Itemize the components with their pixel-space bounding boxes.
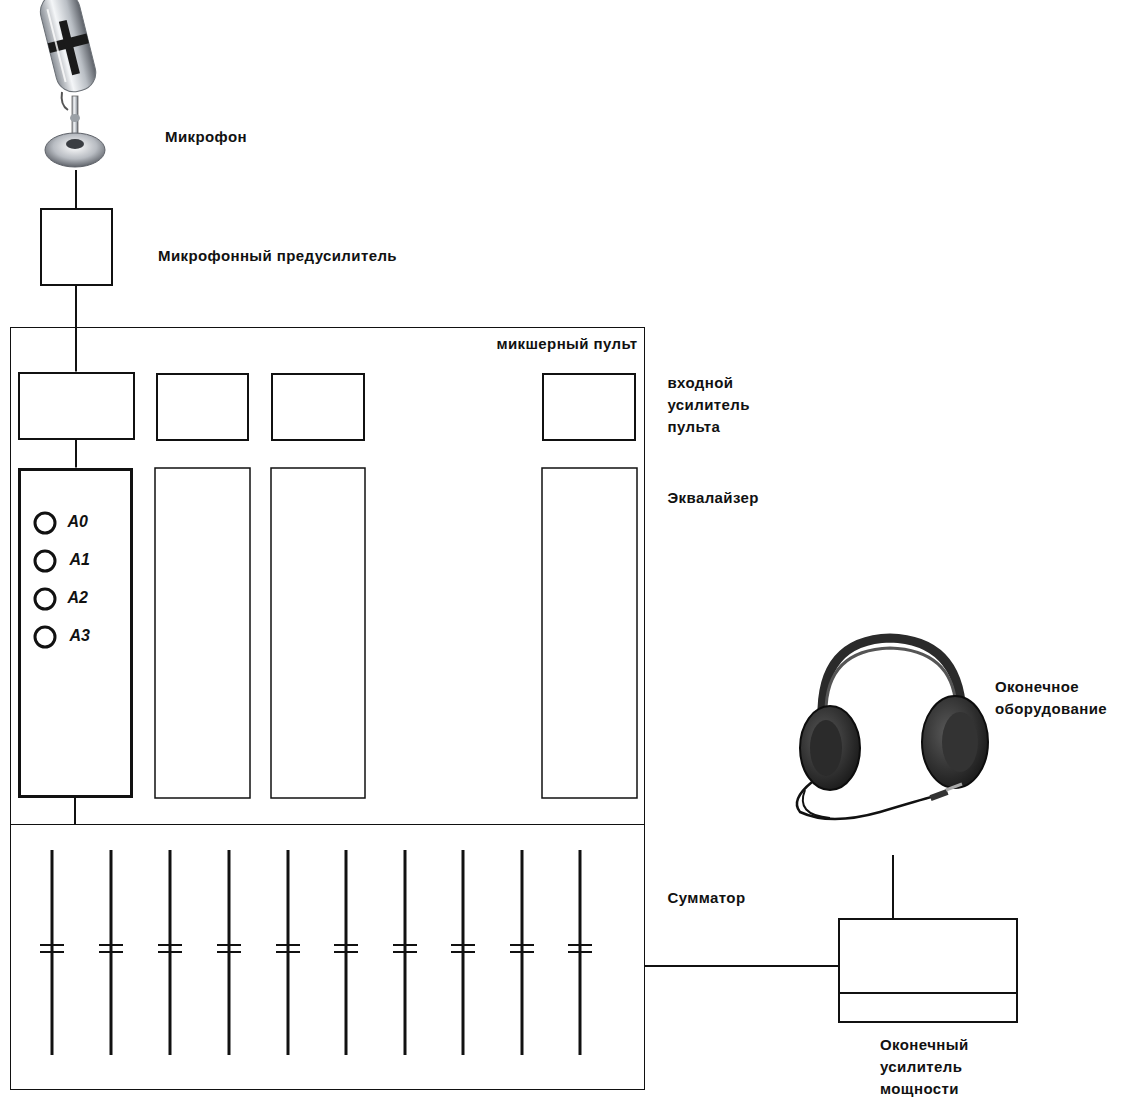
amp-divider [840,992,1016,994]
headphones-node: Оконечное оборудование [790,635,990,855]
component-label: микшерный пульт [440,333,638,355]
input-amp-boxes [157,374,635,440]
equalizer-strips [155,468,637,798]
component-label: Эквалайзер [668,487,818,509]
eq-knobs [35,513,55,647]
signal-wire [75,286,77,372]
component-label: входной усилитель пульта [668,372,788,438]
knob-label: A3 [70,625,110,647]
power-amp-box: Оконечный усилитель мощности [838,918,1018,1023]
component-label: Микрофонный предусилитель [158,245,478,267]
signal-wire [75,440,77,468]
signal-wire [74,798,76,825]
headphones-illustration [797,638,988,819]
microphone-node: Микрофон [38,0,116,170]
equalizer-strip: A0A1A2A3Эквалайзер [18,468,133,798]
knob-label: A0 [68,511,108,533]
component-label: Оконечный усилитель мощности [880,1034,995,1100]
input-amp-box: входной усилитель пульта [18,372,135,440]
microphone-illustration [37,0,105,167]
summator-section: Сумматор [10,824,645,1090]
component-label: Оконечное оборудование [995,676,1123,720]
mixer-console: микшерный пульт входной усилитель пультаA… [10,327,645,825]
faders [40,850,592,1055]
knob-label: A1 [70,549,110,571]
signal-wire [75,170,77,208]
knob-label: A2 [68,587,108,609]
preamp-box: Микрофонный предусилитель [40,208,113,286]
component-label: Сумматор [668,887,808,909]
signal-wire [645,965,838,967]
signal-wire [892,855,894,918]
component-label: Микрофон [165,126,325,148]
